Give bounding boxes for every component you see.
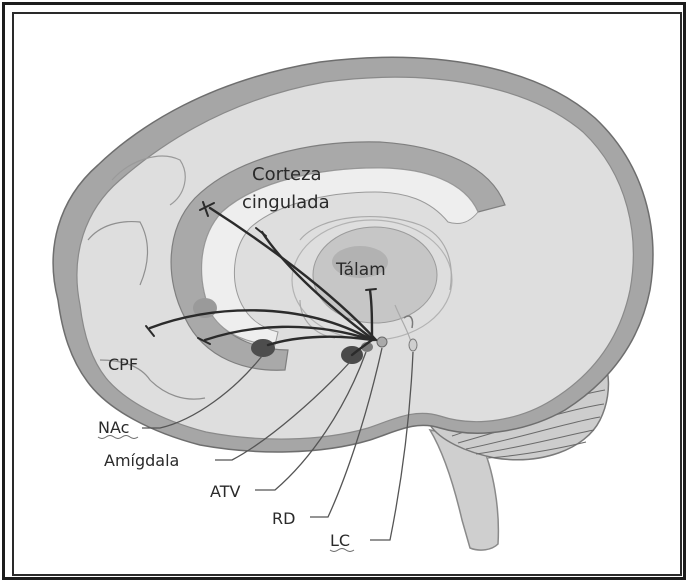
label-lc: LC [330, 531, 350, 550]
label-talamo: Tálam [335, 260, 386, 280]
rd-nucleus [377, 337, 387, 347]
nac-nucleus [251, 339, 275, 357]
lc-nucleus [409, 339, 417, 351]
label-atv: ATV [210, 482, 240, 501]
label-amigdala: Amígdala [104, 451, 179, 470]
label-rd: RD [272, 509, 295, 528]
label-corteza: Corteza [252, 164, 322, 185]
label-cpf: CPF [108, 355, 138, 374]
label-nac: NAc [98, 418, 129, 437]
label-cingulada: cingulada [242, 192, 330, 213]
